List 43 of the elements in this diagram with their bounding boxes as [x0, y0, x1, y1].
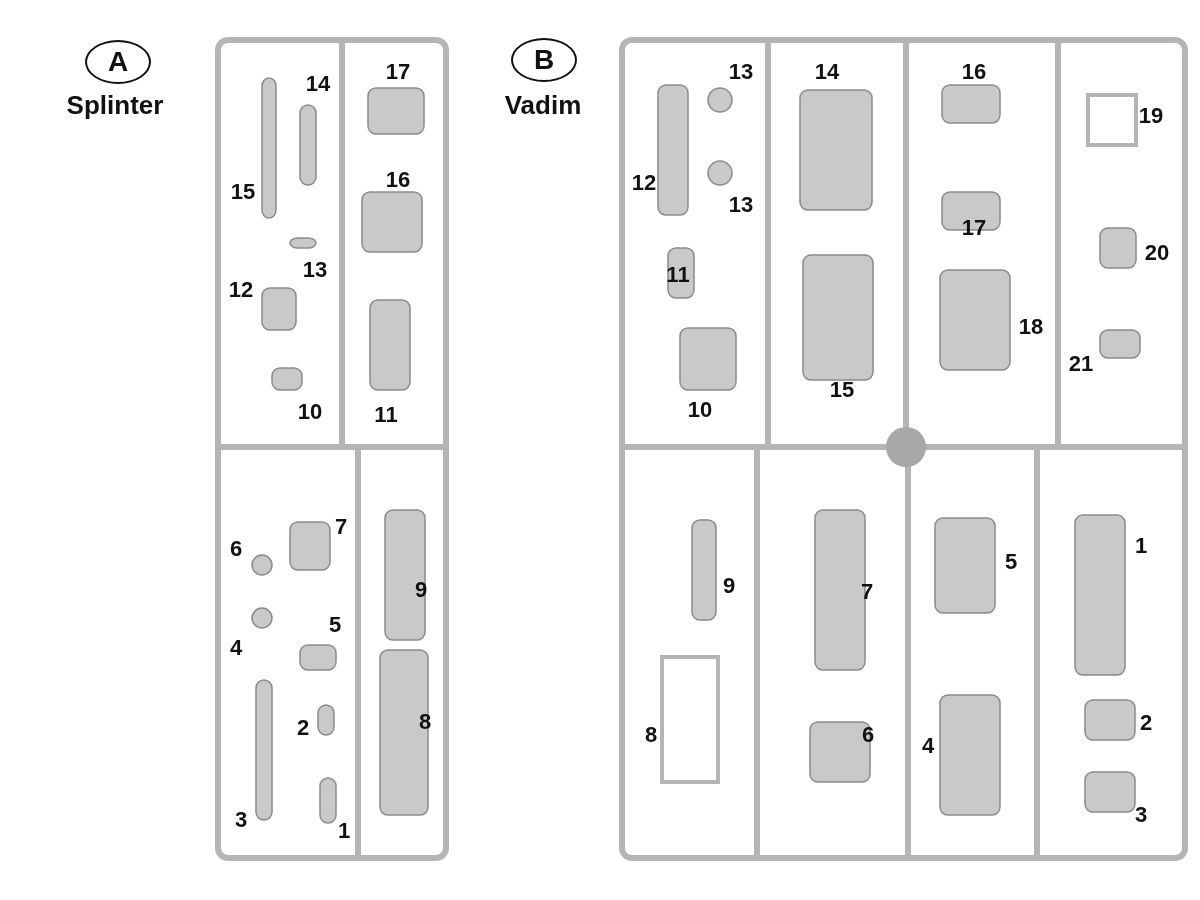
part-number: 1 — [1134, 535, 1148, 557]
part-number: 5 — [1004, 551, 1018, 573]
part-number: 16 — [385, 169, 411, 191]
letter-oval: A — [85, 40, 151, 84]
figure-name: Splinter — [66, 92, 164, 118]
part-number: 2 — [1139, 712, 1153, 734]
part-number: 7 — [860, 581, 874, 603]
part-number: 21 — [1068, 353, 1094, 375]
part-number: 19 — [1138, 105, 1164, 127]
part-number: 17 — [961, 217, 987, 239]
part-number: 9 — [722, 575, 736, 597]
part-number: 12 — [631, 172, 657, 194]
part-number: 17 — [385, 61, 411, 83]
part-number: 18 — [1018, 316, 1044, 338]
part-number: 6 — [861, 724, 875, 746]
part-number: 11 — [666, 264, 690, 286]
part-number: 1 — [337, 820, 351, 842]
part-number: 13 — [302, 259, 328, 281]
part-number: 6 — [229, 538, 243, 560]
part-number: 15 — [230, 181, 256, 203]
part-number: 3 — [1134, 804, 1148, 826]
part-number: 12 — [228, 279, 254, 301]
part-number: 4 — [921, 735, 935, 757]
part-number: 8 — [418, 711, 432, 733]
part-number: 7 — [334, 516, 348, 538]
part-number: 15 — [829, 379, 855, 401]
part-number: 4 — [229, 637, 243, 659]
part-number: 2 — [296, 717, 310, 739]
part-number: 8 — [644, 724, 658, 746]
part-number: 9 — [414, 579, 428, 601]
part-number: 3 — [234, 809, 248, 831]
part-number: 13 — [728, 194, 754, 216]
part-number: 20 — [1144, 242, 1170, 264]
part-number: 16 — [961, 61, 987, 83]
part-number: 11 — [374, 404, 398, 426]
letter-oval: B — [511, 38, 577, 82]
part-number: 10 — [297, 401, 323, 423]
part-number: 14 — [305, 73, 331, 95]
part-number: 10 — [687, 399, 713, 421]
part-number: 13 — [728, 61, 754, 83]
part-number: 5 — [328, 614, 342, 636]
figure-name: Vadim — [504, 92, 582, 118]
part-number: 14 — [814, 61, 840, 83]
